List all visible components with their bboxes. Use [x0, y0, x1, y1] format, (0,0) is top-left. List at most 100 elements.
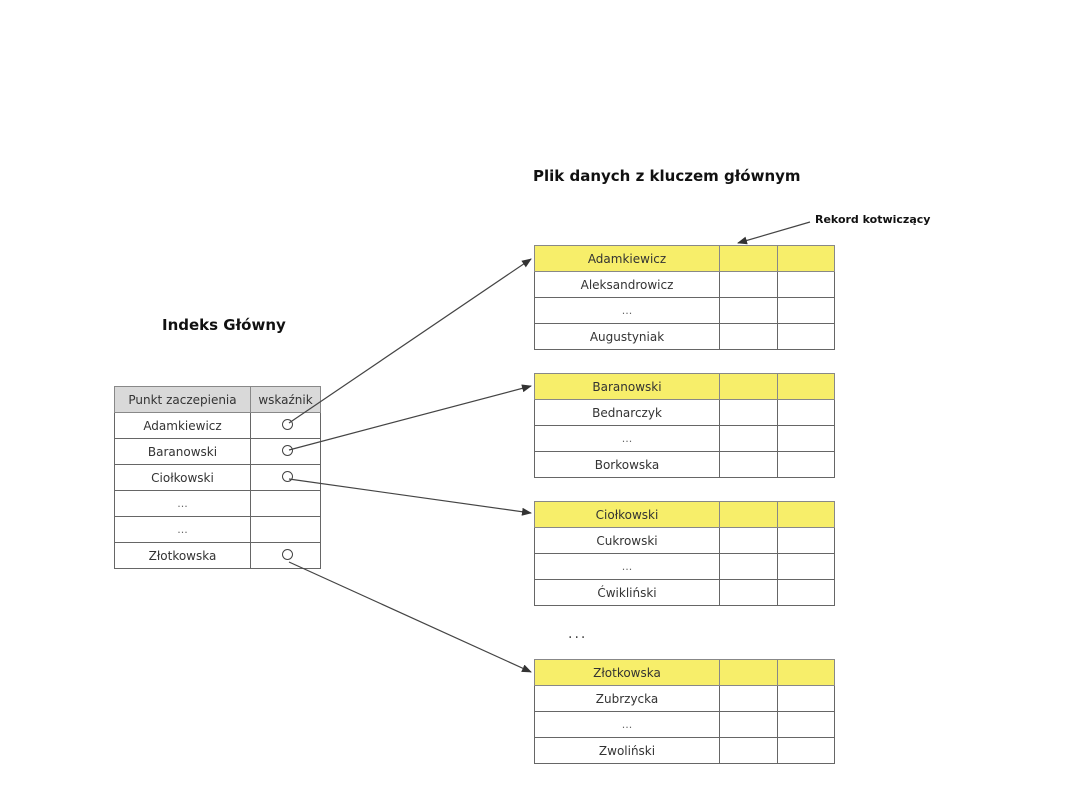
anchor-record-row: Ciołkowski [534, 501, 835, 528]
pointer-arrow [288, 384, 532, 451]
index-row: ... [114, 516, 321, 543]
index-row: Złotkowska [114, 542, 321, 569]
index-key: Adamkiewicz [114, 412, 251, 439]
record-field [719, 659, 778, 686]
record-field [777, 451, 835, 478]
index-header-anchor: Punkt zaczepienia [114, 386, 251, 413]
record-key: Borkowska [534, 451, 720, 478]
pointer-circle-icon [282, 444, 293, 456]
index-pointer-cell [250, 438, 321, 465]
record-key: Cukrowski [534, 527, 720, 554]
index-header-pointer: wskaźnik [250, 386, 321, 413]
main-index-table: Punkt zaczepienia wskaźnik Adamkiewicz B… [114, 386, 321, 569]
record-field [777, 373, 835, 400]
record-field [719, 373, 778, 400]
record-key: Ćwikliński [534, 579, 720, 606]
record-row: ... [534, 425, 835, 452]
record-row: ... [534, 553, 835, 580]
record-field [719, 501, 778, 528]
record-row: Zubrzycka [534, 685, 835, 712]
record-field [719, 711, 778, 738]
anchor-record-arrow [737, 221, 811, 245]
pointer-circle-icon [282, 418, 293, 430]
index-pointer-cell [250, 490, 321, 517]
record-field [777, 737, 835, 764]
index-key: ... [114, 490, 251, 517]
record-key: Baranowski [534, 373, 720, 400]
record-row: Cukrowski [534, 527, 835, 554]
index-row: ... [114, 490, 321, 517]
record-row: Aleksandrowicz [534, 271, 835, 298]
data-block: Baranowski Bednarczyk ... Borkowska [534, 373, 835, 478]
record-row: Augustyniak [534, 323, 835, 350]
blocks-ellipsis: ... [568, 626, 588, 642]
pointer-circle-icon [282, 470, 293, 482]
record-field [719, 553, 778, 580]
main-index-title: Indeks Główny [162, 316, 286, 334]
record-row: Zwoliński [534, 737, 835, 764]
record-field [719, 271, 778, 298]
pointer-arrow [288, 258, 532, 424]
record-field [719, 323, 778, 350]
index-pointer-cell [250, 542, 321, 569]
record-key: Augustyniak [534, 323, 720, 350]
index-key: Baranowski [114, 438, 251, 465]
record-field [719, 451, 778, 478]
record-field [719, 737, 778, 764]
index-key: Złotkowska [114, 542, 251, 569]
record-field [777, 425, 835, 452]
data-block: Złotkowska Zubrzycka ... Zwoliński [534, 659, 835, 764]
record-field [777, 685, 835, 712]
record-row: Ćwikliński [534, 579, 835, 606]
index-row: Baranowski [114, 438, 321, 465]
record-field [719, 245, 778, 272]
record-field [777, 501, 835, 528]
record-field [777, 553, 835, 580]
pointer-arrow [288, 478, 532, 516]
record-key: Bednarczyk [534, 399, 720, 426]
record-key: ... [534, 425, 720, 452]
record-field [777, 297, 835, 324]
anchor-record-label: Rekord kotwiczący [815, 213, 931, 226]
record-field [719, 297, 778, 324]
index-pointer-cell [250, 464, 321, 491]
index-key: ... [114, 516, 251, 543]
index-header-row: Punkt zaczepienia wskaźnik [114, 386, 321, 413]
record-row: Borkowska [534, 451, 835, 478]
record-key: ... [534, 553, 720, 580]
anchor-record-row: Złotkowska [534, 659, 835, 686]
record-field [719, 425, 778, 452]
record-key: ... [534, 711, 720, 738]
record-key: Złotkowska [534, 659, 720, 686]
record-field [719, 685, 778, 712]
index-pointer-cell [250, 516, 321, 543]
pointer-circle-icon [282, 548, 293, 560]
record-row: Bednarczyk [534, 399, 835, 426]
record-key: ... [534, 297, 720, 324]
index-pointer-cell [250, 412, 321, 439]
record-key: Adamkiewicz [534, 245, 720, 272]
record-row: ... [534, 711, 835, 738]
index-row: Ciołkowski [114, 464, 321, 491]
record-key: Zubrzycka [534, 685, 720, 712]
record-field [719, 399, 778, 426]
pointer-arrow [288, 561, 532, 673]
record-field [777, 711, 835, 738]
index-key: Ciołkowski [114, 464, 251, 491]
record-field [777, 271, 835, 298]
record-key: Aleksandrowicz [534, 271, 720, 298]
record-field [777, 323, 835, 350]
record-field [777, 245, 835, 272]
anchor-record-row: Baranowski [534, 373, 835, 400]
data-file-title: Plik danych z kluczem głównym [533, 167, 801, 185]
record-field [777, 659, 835, 686]
data-block: Ciołkowski Cukrowski ... Ćwikliński [534, 501, 835, 606]
record-row: ... [534, 297, 835, 324]
index-row: Adamkiewicz [114, 412, 321, 439]
record-field [777, 527, 835, 554]
record-key: Zwoliński [534, 737, 720, 764]
data-block: Adamkiewicz Aleksandrowicz ... Augustyni… [534, 245, 835, 350]
record-field [719, 527, 778, 554]
record-key: Ciołkowski [534, 501, 720, 528]
record-field [719, 579, 778, 606]
